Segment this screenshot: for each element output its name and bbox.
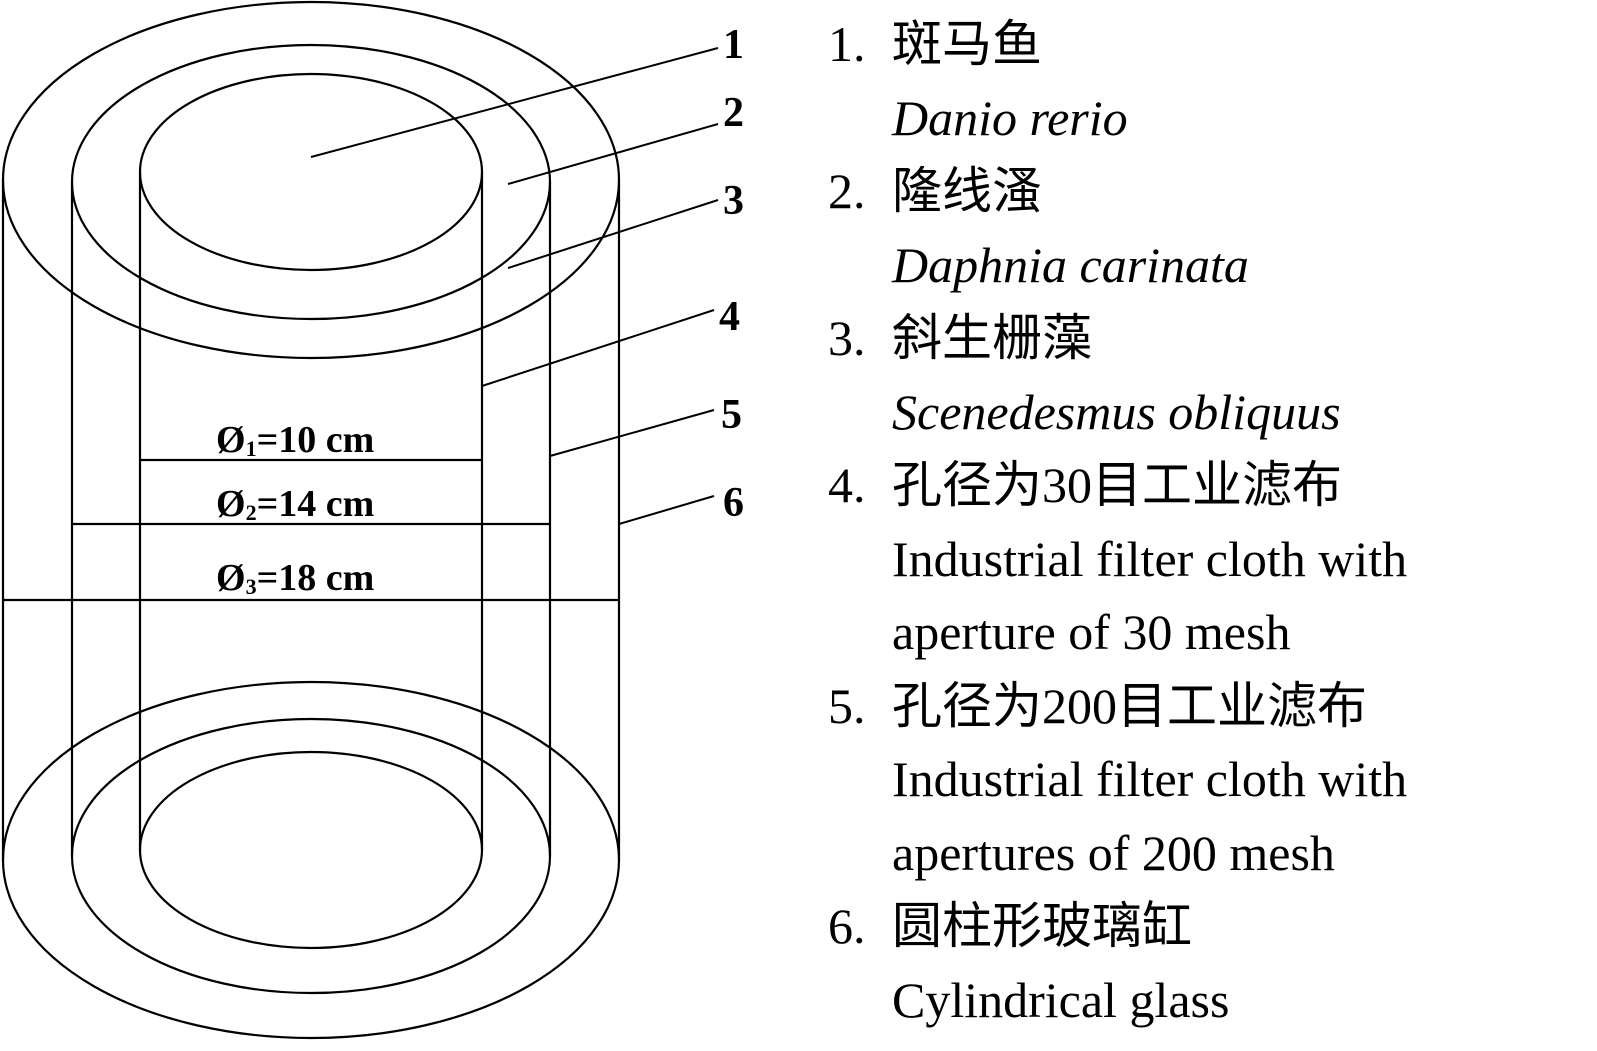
legend-item-english: Industrial filter cloth with (892, 530, 1408, 587)
callout-number-5: 5 (721, 392, 742, 438)
leader-line-3 (507, 199, 719, 269)
outer-top-ellipse (1, 0, 621, 360)
legend-item-1: 1. 斑马鱼 Danio rerio (828, 8, 1407, 155)
callout-number-2: 2 (723, 90, 744, 136)
legend-item-chinese: 圆柱形玻璃缸 (892, 898, 1192, 954)
outer-bottom-ellipse (1, 680, 621, 1040)
legend-item-chinese: 隆线溞 (892, 163, 1042, 219)
legend-item-english: Daphnia carinata (892, 236, 1249, 293)
middle-cylinder (70, 43, 552, 995)
legend-item-english: Industrial filter cloth with (892, 751, 1408, 807)
callout-number-6: 6 (723, 480, 744, 526)
legend-item-english: Danio rerio (892, 89, 1128, 146)
callout-number-4: 4 (719, 294, 740, 340)
legend-item-number: 2. (828, 163, 866, 219)
middle-bottom-ellipse (70, 717, 552, 995)
legend-item-2: 2. 隆线溞 Daphnia carinata (828, 155, 1407, 302)
leader-line-4 (481, 309, 715, 387)
diameter-label-2: Ø2=14 cm (216, 483, 374, 525)
leader-line-6 (618, 495, 715, 525)
inner-cylinder (138, 72, 484, 950)
legend-item-number: 5. (828, 677, 866, 734)
diameter-label-1: Ø1=10 cm (216, 419, 374, 461)
legend-item-number: 6. (828, 898, 866, 954)
legend-item-chinese: 孔径为200目工业滤布 (892, 677, 1367, 734)
inner-top-ellipse (138, 72, 484, 272)
legend-item-4: 4. 孔径为30目工业滤布 Industrial filter cloth wit… (828, 449, 1407, 670)
legend-item-number: 4. (828, 457, 866, 513)
diameter-label-3: Ø3=18 cm (216, 557, 374, 599)
leader-line-2 (507, 123, 719, 185)
legend-item-chinese: 斜生栅藻 (892, 310, 1092, 366)
legend-item-chinese: 孔径为30目工业滤布 (892, 457, 1342, 513)
leader-line-5 (549, 409, 715, 457)
legend-item-english: Cylindrical glass (892, 971, 1230, 1028)
legend-item-6: 6. 圆柱形玻璃缸 Cylindrical glass (828, 890, 1407, 1037)
legend-item-english-continued: apertures of 200 mesh (892, 824, 1335, 881)
legend-list: 1. 斑马鱼 Danio rerio 2. 隆线溞 Daphnia carinata… (828, 8, 1407, 1037)
legend-item-number: 3. (828, 310, 866, 366)
callout-number-1: 1 (723, 22, 744, 68)
legend-item-english: Scenedesmus obliquus (892, 383, 1341, 440)
leader-line-1 (310, 47, 719, 158)
callout-number-3: 3 (723, 178, 744, 224)
legend-item-5: 5. 孔径为200目工业滤布 Industrial filter cloth wi… (828, 670, 1407, 891)
inner-bottom-ellipse (138, 750, 484, 950)
legend-item-3: 3. 斜生栅藻 Scenedesmus obliquus (828, 302, 1407, 449)
outer-cylinder (1, 0, 621, 1040)
legend-item-chinese: 斑马鱼 (892, 16, 1042, 72)
middle-top-ellipse (70, 43, 552, 321)
legend-item-english-continued: aperture of 30 mesh (892, 604, 1291, 660)
legend-item-number: 1. (828, 16, 866, 72)
